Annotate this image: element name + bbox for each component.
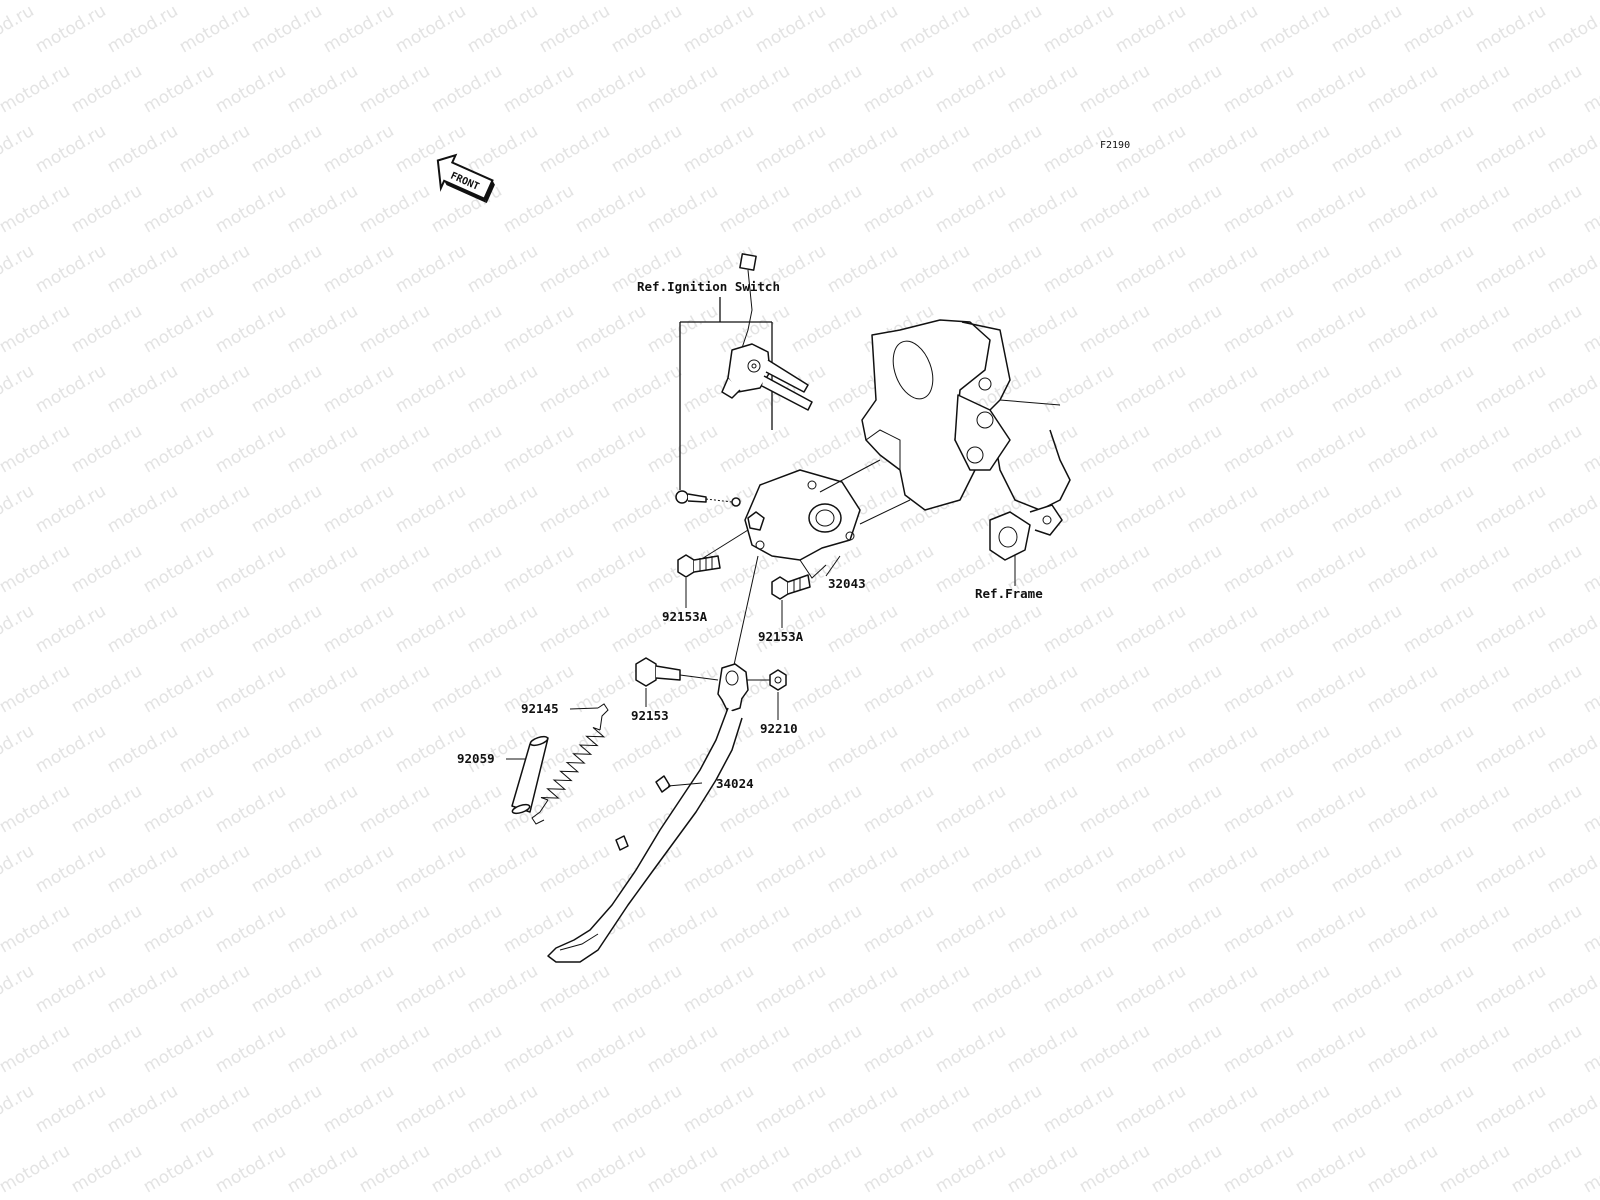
- spring-92145: [531, 703, 609, 825]
- side-stand-34024: [547, 663, 749, 963]
- sleeve-92059: [511, 735, 549, 815]
- part-label-92153: 92153: [631, 708, 669, 723]
- part-label-32043: 32043: [828, 576, 866, 591]
- ref-ignition-switch-label: Ref.Ignition Switch: [637, 279, 780, 294]
- diagram-code: F2190: [1100, 140, 1130, 151]
- ref-frame-label: Ref.Frame: [975, 586, 1043, 601]
- part-label-92153A-left: 92153A: [662, 609, 708, 624]
- side-stand-switch: [721, 253, 813, 411]
- side-stand-bracket-32043: [699, 469, 861, 579]
- bolt-92153A-left: [677, 554, 721, 578]
- nut-92210: [744, 669, 787, 691]
- frame-section: [861, 319, 1071, 561]
- pivot-bolt-92153: [635, 657, 719, 687]
- part-label-34024: 34024: [716, 776, 754, 791]
- part-label-92059: 92059: [457, 751, 495, 766]
- bolt-92153A-right: [771, 574, 811, 600]
- switch-screw: [675, 490, 741, 507]
- part-label-92145: 92145: [521, 701, 559, 716]
- part-label-92153A-right: 92153A: [758, 629, 804, 644]
- part-label-92210: 92210: [760, 721, 798, 736]
- front-arrow-icon: FRONT: [436, 153, 495, 204]
